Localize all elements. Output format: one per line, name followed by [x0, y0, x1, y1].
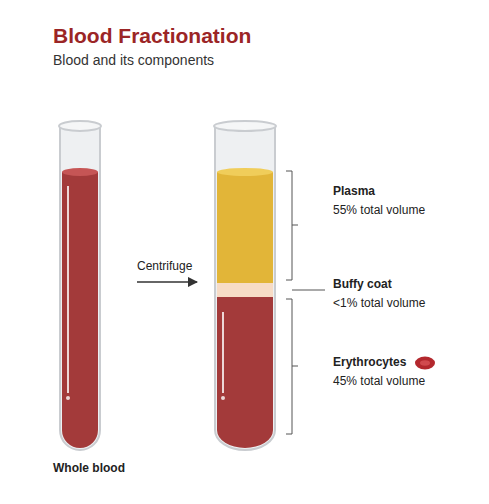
volume-note: 55% total volume [333, 203, 425, 217]
separated-tube [214, 121, 276, 450]
process-arrow [137, 281, 197, 283]
tube-node: Whole blood [40, 115, 160, 475]
volume-note: 45% total volume [333, 374, 425, 388]
whole-blood-tube [59, 121, 101, 450]
erythrocyte-icon [415, 357, 435, 370]
component-name: Buffy coat [333, 277, 392, 291]
tube-caption: Whole blood [53, 461, 125, 475]
brackets [286, 171, 325, 434]
process-label: Centrifuge [137, 259, 192, 273]
volume-note: <1% total volume [333, 296, 425, 310]
component-name: Erythrocytes [333, 355, 406, 369]
diagram-title: Blood Fractionation [53, 24, 251, 48]
component-name: Plasma [333, 184, 375, 198]
subtitle: Blood and its components [53, 52, 214, 68]
